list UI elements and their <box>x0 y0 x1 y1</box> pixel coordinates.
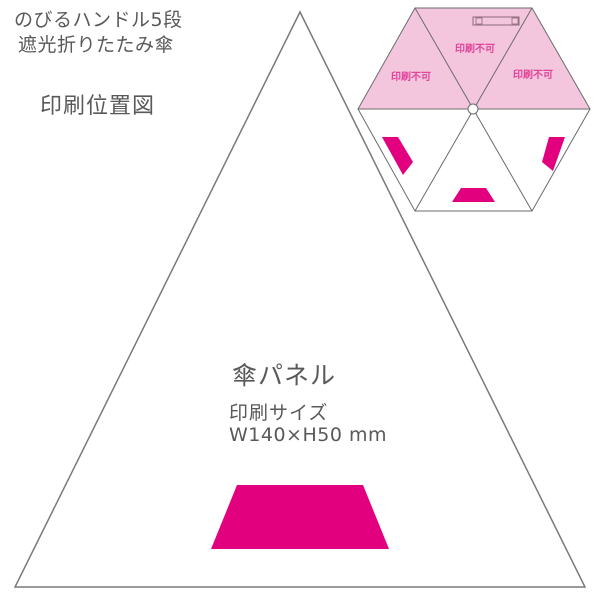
umbrella-top-view: 印刷不可 印刷不可 印刷不可 <box>357 7 591 212</box>
product-title-line-2: 遮光折りたたみ傘 <box>18 34 175 56</box>
print-area-lower-left <box>382 137 413 175</box>
print-size-label: 印刷サイズ <box>229 402 329 424</box>
non-printable-upper-half <box>358 8 590 109</box>
printable-lower-half <box>358 109 590 211</box>
center-hub-icon <box>467 103 479 115</box>
product-title-line-1: のびるハンドル5段 <box>14 9 183 31</box>
print-size-value: W140×H50 mm <box>229 424 387 446</box>
print-area-lower-right <box>542 137 565 171</box>
umbrella-panel-triangle <box>13 10 587 588</box>
handle-icon <box>472 16 520 26</box>
umbrella-panel-label: 傘パネル <box>232 361 337 390</box>
print-area-trapezoid <box>211 485 389 549</box>
non-printable-label-upper-middle: 印刷不可 <box>455 42 495 55</box>
non-printable-label-upper-right: 印刷不可 <box>513 68 553 81</box>
product-title: のびるハンドル5段 遮光折りたたみ傘 <box>14 8 183 58</box>
non-printable-label-upper-left: 印刷不可 <box>391 70 431 83</box>
page-heading: 印刷位置図 <box>40 94 156 119</box>
print-area-lower-middle <box>452 188 495 202</box>
